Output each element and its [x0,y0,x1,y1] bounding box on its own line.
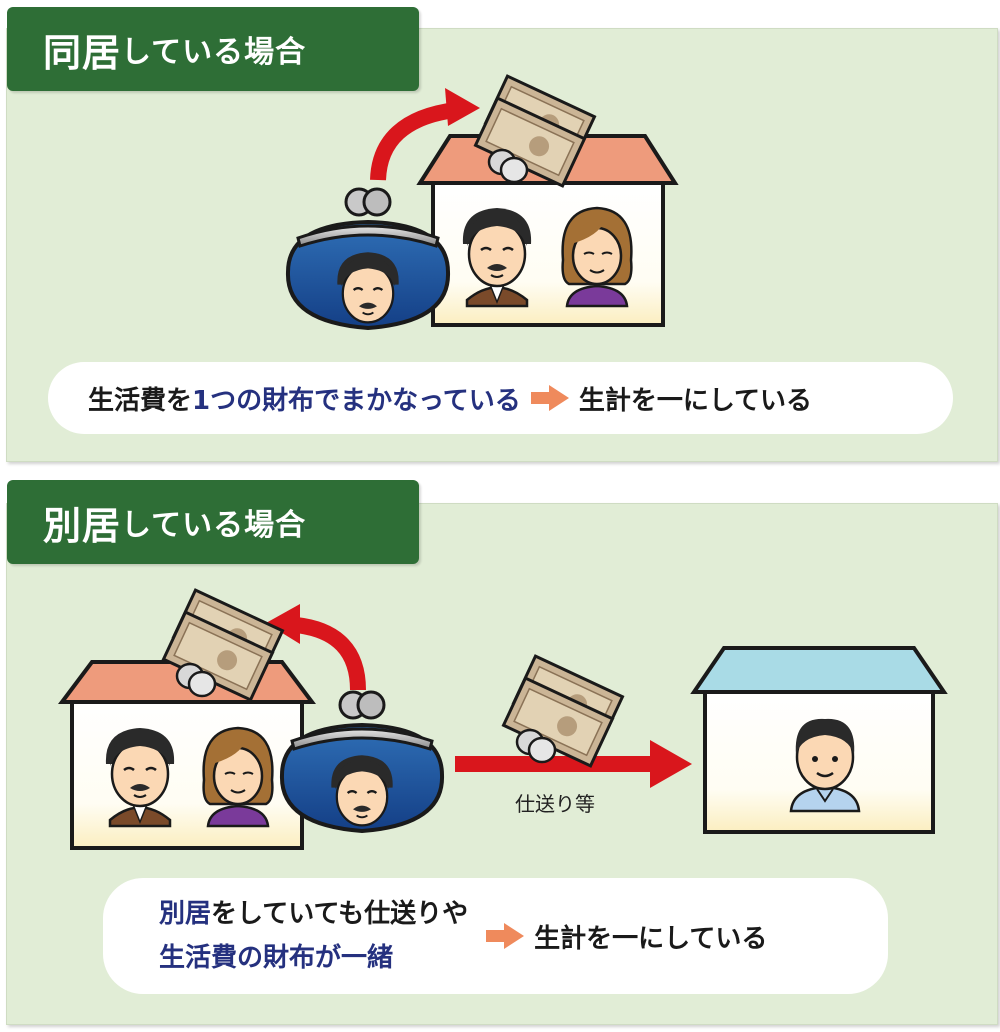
father-icon [104,726,176,828]
orange-arrow-icon [530,385,569,411]
statement-line-2: 生活費の財布が一緒 [159,936,468,980]
orange-arrow-icon [486,923,525,949]
statement-result: 生計を一にしている [578,385,813,416]
statement-line1-highlight: 別居 [159,899,212,929]
statement-line1-rest: をしていても仕送りや [211,899,469,929]
mother-icon [202,726,274,828]
child-icon [789,718,861,813]
purse-top [285,187,451,331]
allowance-caption: 仕送り等 [515,792,595,816]
red-arrow-top [370,88,480,181]
cohabiting-statement: 生活費を 1つの財布でまかなっている 生計を一にしている [48,362,953,434]
heading-kanji: 同居 [43,30,122,75]
parents-house-bottom [58,660,316,850]
father-icon [461,206,533,308]
purse-bottom [279,690,445,834]
money-allowance [502,654,624,768]
statement-condition: 別居をしていても仕送りや 生活費の財布が一緒 [159,892,468,980]
heading-rest: している場合 [121,508,307,543]
separate-living-heading: 別居 している場合 [7,480,419,564]
statement-line2-highlight2: 一緒 [341,943,394,973]
cohabiting-heading: 同居 している場合 [7,7,419,91]
statement-line2-mid: が [315,943,342,973]
red-arrow-to-parents [266,604,366,691]
mother-icon [561,206,633,308]
heading-kanji: 別居 [43,503,122,548]
statement-highlight: 1つの財布でまかなっている [192,385,521,416]
statement-line2-highlight: 生活費の財布 [159,943,316,973]
separate-living-statement: 別居をしていても仕送りや 生活費の財布が一緒 生計を一にしている [103,878,888,994]
statement-part1: 生活費を [88,385,193,416]
statement-result: 生計を一にしている [534,923,768,954]
heading-rest: している場合 [121,35,307,70]
statement-line-1: 別居をしていても仕送りや [159,892,468,936]
red-arrow-allowance [455,740,692,788]
